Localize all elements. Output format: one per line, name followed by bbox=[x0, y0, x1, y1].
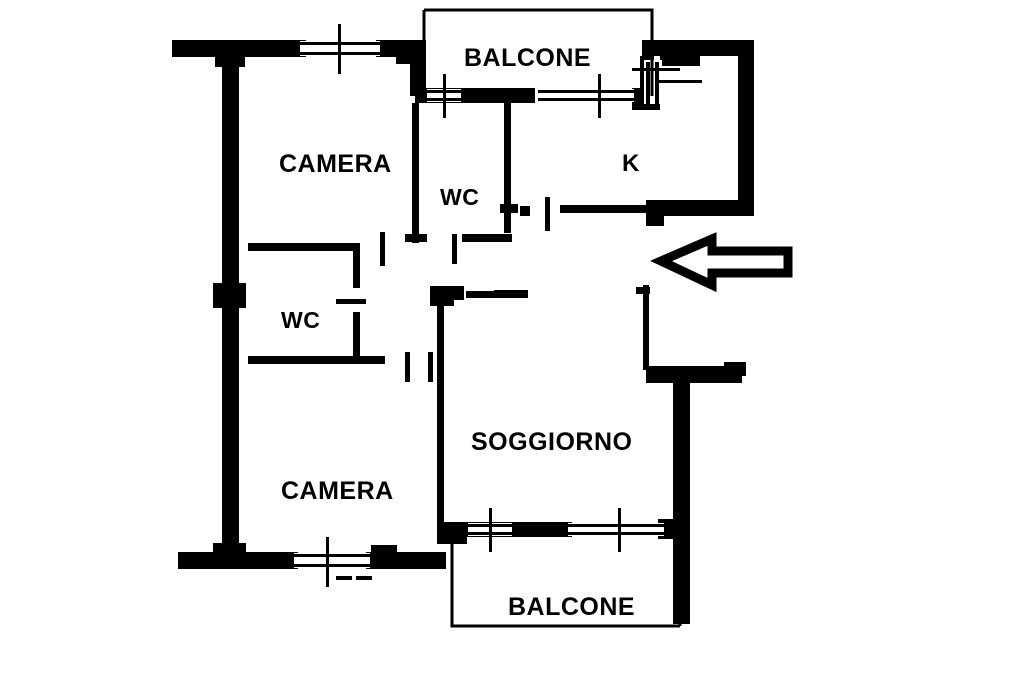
window-balcony-top-right bbox=[538, 74, 634, 118]
door-openings bbox=[380, 197, 550, 382]
room-label-balcone-top: BALCONE bbox=[464, 44, 592, 72]
room-label-kitchen: K bbox=[622, 150, 640, 177]
structural-walls bbox=[172, 40, 754, 624]
room-label-soggiorno: SOGGIORNO bbox=[471, 428, 633, 456]
window-camera-top bbox=[300, 24, 380, 74]
arrow-left-icon bbox=[650, 232, 793, 293]
room-label-wc-top: WC bbox=[440, 184, 480, 210]
room-label-camera-top: CAMERA bbox=[279, 150, 392, 178]
room-label-wc-middle: WC bbox=[281, 307, 321, 333]
window-camera-bottom bbox=[294, 537, 372, 587]
interior-partitions bbox=[248, 103, 518, 364]
room-label-camera-bottom: CAMERA bbox=[281, 477, 394, 505]
balcony-outlines bbox=[422, 8, 682, 628]
room-label-balcone-bottom: BALCONE bbox=[508, 593, 636, 621]
window-balcony-top-left bbox=[427, 74, 461, 118]
window-balcony-bottom-right bbox=[568, 508, 664, 552]
window-balcony-bottom-left bbox=[468, 508, 512, 552]
